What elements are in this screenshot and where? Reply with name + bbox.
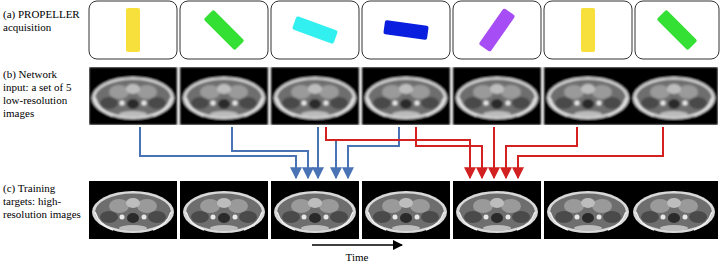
highres-image: [453, 181, 541, 239]
highres-image: [271, 181, 359, 239]
highres-image: [180, 181, 268, 239]
mapping-arrow: [140, 127, 296, 178]
blade-frame: [635, 1, 719, 59]
mapping-arrow: [493, 127, 495, 178]
kspace-blade: [203, 9, 244, 50]
blade-frame: [362, 1, 450, 59]
mapping-arrow: [232, 127, 308, 178]
lowres-image: [453, 67, 541, 125]
highres-image: [544, 181, 632, 239]
blue-arrows: [140, 127, 399, 178]
kspace-blade: [126, 8, 140, 52]
mapping-arrow: [506, 127, 577, 178]
mapping-arrow: [416, 127, 482, 178]
axis-label: Time: [317, 251, 397, 264]
blade-frame: [180, 1, 268, 59]
red-arrows: [326, 127, 663, 178]
row-label: (a) PROPELLER acquisition: [3, 8, 85, 34]
lowres-image: [89, 67, 177, 125]
lowres-image: [271, 67, 359, 125]
blade-frame: [544, 1, 632, 59]
lowres-image: [544, 67, 632, 125]
mapping-arrow: [317, 127, 319, 178]
lowres-row: [89, 67, 718, 125]
highres-image: [89, 181, 177, 239]
blade-frame: [453, 1, 541, 59]
blade-frame: [271, 1, 359, 59]
label-holder: Time: [317, 251, 397, 264]
highres-image: [630, 181, 718, 239]
highres-row: [89, 181, 718, 239]
lowres-image: [180, 67, 268, 125]
blade-frame: [89, 1, 177, 59]
kspace-blade: [383, 20, 429, 40]
highres-image: [362, 181, 450, 239]
label-holder: (c) Training targets: high-resolution im…: [3, 182, 85, 221]
mapping-arrow: [335, 140, 337, 178]
propeller-row: [89, 1, 719, 59]
row-label: (c) Training targets: high-resolution im…: [3, 182, 85, 221]
mapping-arrow: [348, 127, 399, 178]
label-holder: (b) Network input: a set of 5 low-resolu…: [3, 68, 85, 120]
label-holder: (a) PROPELLER acquisition: [3, 8, 85, 34]
lowres-image: [630, 67, 718, 125]
time-arrow: [312, 244, 402, 246]
kspace-blade: [656, 9, 697, 50]
mapping-arrow: [518, 127, 663, 178]
lowres-image: [362, 67, 450, 125]
kspace-blade: [479, 8, 516, 52]
kspace-blade: [581, 8, 595, 52]
row-label: (b) Network input: a set of 5 low-resolu…: [3, 68, 85, 120]
mapping-arrow: [326, 127, 470, 178]
kspace-blade: [292, 16, 338, 44]
